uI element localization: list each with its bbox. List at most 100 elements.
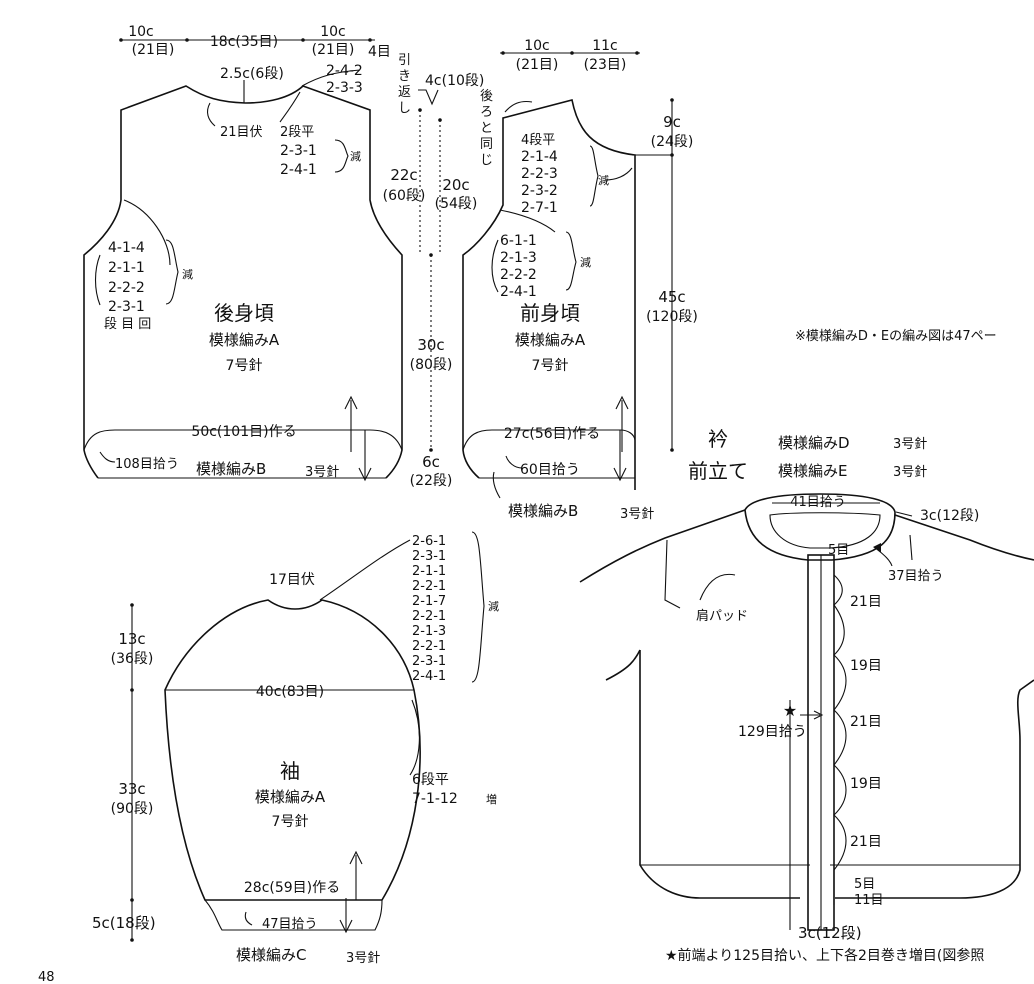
front-dim-left-st: (21目) — [516, 57, 559, 73]
front-armhole-dec-label: 減 — [580, 255, 591, 269]
back-band-needle: 3号針 — [305, 465, 339, 480]
back-dim-right-st: (21目) — [312, 42, 355, 58]
right-body — [835, 679, 1034, 899]
dim-dot — [301, 38, 305, 42]
arrow-head — [613, 467, 627, 482]
back-armhole-dec-2: 2-1-1 — [108, 260, 145, 276]
shoulder-leader — [301, 69, 361, 87]
band-width: 3c(12段) — [798, 924, 862, 942]
dim-dot — [429, 448, 433, 452]
armhole-brace — [165, 239, 179, 305]
front-neck-depth-cm: 9c — [663, 113, 681, 131]
neck-bind-leader — [206, 102, 216, 127]
back-neck-dec-label: 減 — [350, 149, 361, 163]
front-pattern: 模様編みA — [515, 331, 586, 349]
short-rows-1: 引 — [398, 53, 411, 68]
front-neck-dec-2: 2-2-3 — [521, 166, 558, 182]
same-as-back-leader — [504, 100, 533, 113]
collar-height-leader — [895, 511, 913, 517]
spacing-4: 19目 — [850, 776, 882, 792]
back-neck-dec-1: 2-3-1 — [280, 143, 317, 159]
front-band-leader — [492, 471, 501, 499]
right-armhole-mark — [909, 534, 913, 561]
note: ※模様編みD・Eの編み図は47ペー — [795, 328, 997, 344]
sleeve-pickup: 47目拾う — [262, 917, 318, 932]
band-len-cm: 6c — [422, 453, 440, 471]
bottom-st-2: 11目 — [854, 893, 884, 908]
dim-dot — [130, 938, 134, 942]
front-armhole-dec-1: 6-1-1 — [500, 233, 537, 249]
left-sleeve-top — [579, 509, 746, 583]
neck-dec-brace — [334, 139, 349, 173]
armhole-front-row: (54段) — [435, 196, 478, 212]
sleeve-cap-bind: 17目伏 — [269, 572, 315, 588]
assembly-sketch — [579, 493, 1034, 931]
same-as-back-4: 同 — [480, 137, 493, 152]
collar-height: 3c(12段) — [920, 508, 979, 524]
back-dim-left-cm: 10c — [128, 24, 154, 40]
sleeve-cap-dec-8: 2-2-1 — [412, 639, 446, 654]
front-band-needle: 3号針 — [620, 507, 654, 522]
sleeve-inc: 7-1-12 — [412, 791, 458, 807]
front-width: 27c(56目)作る — [504, 426, 600, 442]
front-neck-depth-row: (24段) — [651, 134, 694, 150]
arrow-head — [339, 919, 353, 934]
collar-title-2: 前立て — [688, 459, 748, 483]
short-row-mark — [418, 89, 439, 106]
back-armhole-dec-label: 減 — [182, 267, 193, 281]
front-neck-dec-1: 2-1-4 — [521, 149, 558, 165]
collar-title-1: 衿 — [708, 427, 728, 451]
front-dim-right-cm: 11c — [592, 38, 618, 54]
back-legend: 段 目 回 — [104, 317, 151, 332]
sleeve-cap-dec-7: 2-1-3 — [412, 624, 446, 639]
dim-dot — [119, 38, 123, 42]
dim-dot — [670, 448, 674, 452]
front-body-piece — [462, 51, 674, 499]
side-pickup: 37目拾う — [888, 569, 944, 584]
sleeve-pattern: 模様編みA — [255, 788, 326, 806]
body-len-cm: 30c — [417, 336, 444, 354]
front-armhole-dec-2: 2-1-3 — [500, 250, 537, 266]
back-pickup: 108目拾う — [115, 457, 179, 472]
arrow-head — [358, 467, 372, 482]
dim-dot — [501, 51, 505, 55]
back-shoulder-st: 4目 — [368, 44, 391, 60]
collar-pattern-1: 模様編みD — [778, 434, 850, 452]
shoulder-pad-leader — [699, 573, 736, 601]
dim-dot — [185, 38, 189, 42]
spacing-2: 19目 — [850, 658, 882, 674]
short-rows-4: し — [398, 101, 411, 116]
left-sleeve-bottom — [605, 649, 641, 681]
sleeve-width: 40c(83目) — [256, 684, 324, 700]
front-neck-brace — [589, 145, 599, 207]
front-neck-dec-label: 減 — [598, 173, 609, 187]
sleeve-outline — [164, 599, 421, 901]
front-armhole-dec-3: 2-2-2 — [500, 267, 537, 283]
sleeve-cuff — [204, 899, 383, 931]
back-body-piece — [83, 38, 403, 482]
same-as-back-1: 後 — [480, 89, 493, 104]
sleeve-band-needle: 3号針 — [346, 951, 380, 966]
back-armhole-dec-1: 4-1-4 — [108, 240, 145, 256]
band-pickup: 129目拾う — [738, 724, 807, 740]
front-armhole-dec-4: 2-4-1 — [500, 284, 537, 300]
spacing-1: 21目 — [850, 594, 882, 610]
back-shoulder-dec-1: 2-4-2 — [326, 63, 363, 79]
dim-dot — [368, 38, 372, 42]
sleeve-cap-dec-9: 2-3-1 — [412, 654, 446, 669]
back-band: 模様編みB — [196, 460, 266, 478]
front-total-len-row: (120段) — [646, 309, 698, 325]
body-len-row: (80段) — [410, 357, 453, 373]
right-shoulder — [894, 514, 1034, 561]
cap-dec-leader — [319, 539, 411, 601]
back-neck-dec-head: 2段平 — [280, 125, 314, 140]
buttonhole-scallops — [833, 574, 847, 905]
sleeve-cap-height-row: (36段) — [111, 651, 154, 667]
dim-dot — [635, 51, 639, 55]
dim-dot — [670, 98, 674, 102]
side-pickup-leader — [877, 549, 893, 567]
arrow-head — [873, 543, 881, 553]
front-neck-leader — [604, 167, 633, 181]
front-band-line — [462, 429, 636, 451]
front-dim-left-cm: 10c — [524, 38, 550, 54]
